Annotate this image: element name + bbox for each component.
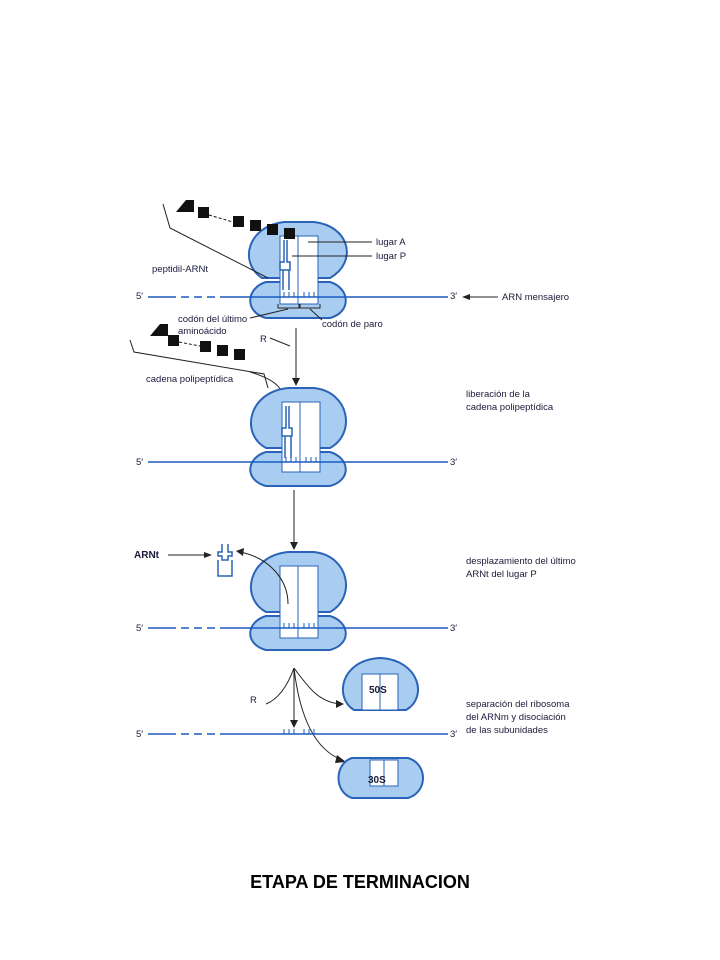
page-title: ETAPA DE TERMINACION [250, 872, 470, 892]
arc-trna-exit [239, 551, 289, 605]
label-lugar-p: lugar P [376, 251, 406, 262]
site-a-3 [297, 565, 319, 639]
arrow-split-50s-head [336, 700, 344, 708]
subunit-30s: 30S [337, 757, 424, 799]
peptidyl-trna-1 [279, 240, 291, 290]
ribosome-stage-3 [148, 551, 448, 651]
site-a-1 [297, 235, 319, 305]
step-separacion-1: separación del ribosoma [466, 699, 570, 710]
codon-bracket-last [277, 304, 300, 309]
trna-2 [281, 406, 293, 458]
step-liberacion-2: cadena polipeptídica [466, 402, 554, 413]
codon-ticks-2 [285, 457, 317, 462]
arrow-down-2-head [290, 542, 298, 550]
label-three-4: 3′ [450, 729, 457, 740]
label-three-2: 3′ [450, 457, 457, 468]
ribosome-stage-2 [148, 387, 448, 487]
label-arnt: ARNt [134, 550, 160, 561]
codon-ticks-3 [283, 623, 315, 628]
ribosome-stage-1 [148, 200, 498, 321]
label-five-2: 5′ [136, 457, 143, 468]
arc-trna-exit-head [236, 548, 244, 556]
arrow-split-50s [293, 667, 341, 705]
label-five-1: 5′ [136, 291, 143, 302]
arrow-split-30s-head [335, 755, 346, 763]
pointer-codon-last [249, 308, 289, 319]
arrow-split-down-head [290, 720, 298, 728]
pointer-peptidil [162, 203, 269, 279]
codon-bracket-stop [299, 304, 321, 309]
label-cadena: cadena polipeptídica [146, 374, 234, 385]
arrow-r-1 [269, 337, 291, 347]
pointer-arn-head [462, 294, 470, 300]
arrow-split-30s [293, 667, 343, 761]
subunit-50s: 50S [341, 656, 419, 711]
label-r-1: R [260, 334, 267, 345]
label-peptidil-arnt: peptidil-ARNt [152, 264, 208, 275]
label-codon-ultimo-2: aminoácido [178, 326, 227, 337]
pointer-codon-stop [309, 308, 323, 321]
label-arn-mensajero: ARN mensajero [502, 292, 569, 303]
codon-ticks-4 [283, 729, 315, 734]
label-five-3: 5′ [136, 623, 143, 634]
label-three-3: 3′ [450, 623, 457, 634]
pointer-arnt-head [204, 552, 212, 558]
polypeptide-chain-released [150, 324, 245, 360]
released-trna [217, 544, 233, 577]
step-desplaz-1: desplazamiento del último [466, 556, 576, 567]
label-five-4: 5′ [136, 729, 143, 740]
step-liberacion-1: liberación de la [466, 389, 531, 400]
site-a-2 [299, 401, 321, 473]
arrow-down-1-head [292, 378, 300, 386]
pointer-cadena [129, 339, 269, 389]
step-separacion-2: del ARNm y disociación [466, 712, 566, 723]
codon-ticks-1 [283, 292, 315, 297]
label-three-1: 3′ [450, 291, 457, 302]
polypeptide-chain-1 [176, 200, 295, 239]
label-lugar-a: lugar A [376, 237, 406, 248]
arrow-split-left [265, 667, 295, 705]
label-r-2: R [250, 695, 257, 706]
step-desplaz-2: ARNt del lugar P [466, 569, 537, 580]
label-codon-paro: codón de paro [322, 319, 383, 330]
label-30s: 30S [368, 775, 386, 786]
step-separacion-3: de las subunidades [466, 725, 548, 736]
label-codon-ultimo-1: codón del último [178, 314, 247, 325]
label-50s: 50S [369, 685, 387, 696]
